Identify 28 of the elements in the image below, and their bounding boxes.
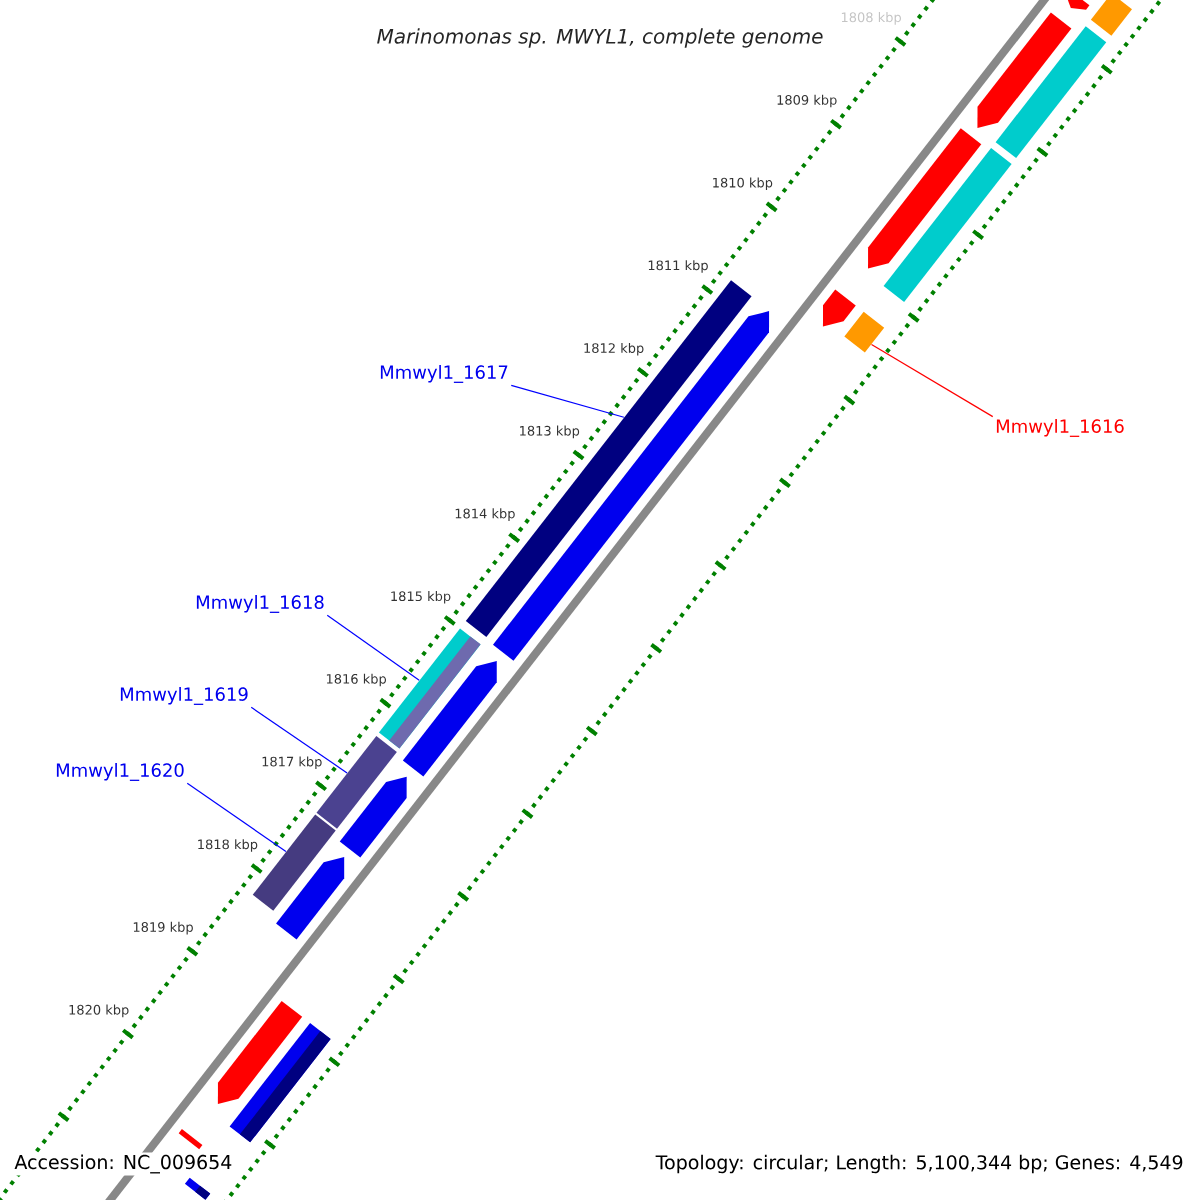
leader-line (870, 343, 994, 418)
pointed-gene-bar (977, 12, 1072, 128)
pointed-gene-bar (1065, 0, 1090, 10)
gene-label: Mmwyl1_1620 (56, 763, 184, 781)
leader-line (250, 706, 348, 774)
pointed-gene-bar (868, 128, 982, 269)
gene-bar (178, 1129, 203, 1150)
gene-bar (883, 147, 1012, 302)
gene-bar (1090, 0, 1132, 36)
pointed-gene-bar (276, 857, 345, 940)
leader-line (510, 384, 625, 418)
gene-bar (229, 1023, 331, 1143)
pointed-gene-bar (339, 776, 407, 858)
pointed-gene-bar (217, 1000, 303, 1104)
gene-label: Mmwyl1_1618 (196, 595, 324, 613)
pointed-gene-bar (402, 661, 497, 777)
leader-line (186, 782, 287, 853)
gene-bar (844, 311, 885, 353)
pointed-gene-bar (822, 289, 856, 327)
gene-bar (184, 1177, 211, 1200)
title: Marinomonas sp. MWYL1, complete genome (372, 24, 828, 52)
gene-label: Mmwyl1_1619 (120, 687, 248, 705)
genome-info-text: Topology: circular; Length: 5,100,344 bp; Genes: 4,549 (651, 1150, 1188, 1178)
gene-bar (995, 26, 1107, 159)
accession-text: Accession: NC_009654 (12, 1152, 235, 1176)
gene-label: Mmwyl1_1617 (380, 365, 508, 383)
leader-line (326, 614, 420, 681)
gene-label: Mmwyl1_1616 (996, 419, 1124, 437)
